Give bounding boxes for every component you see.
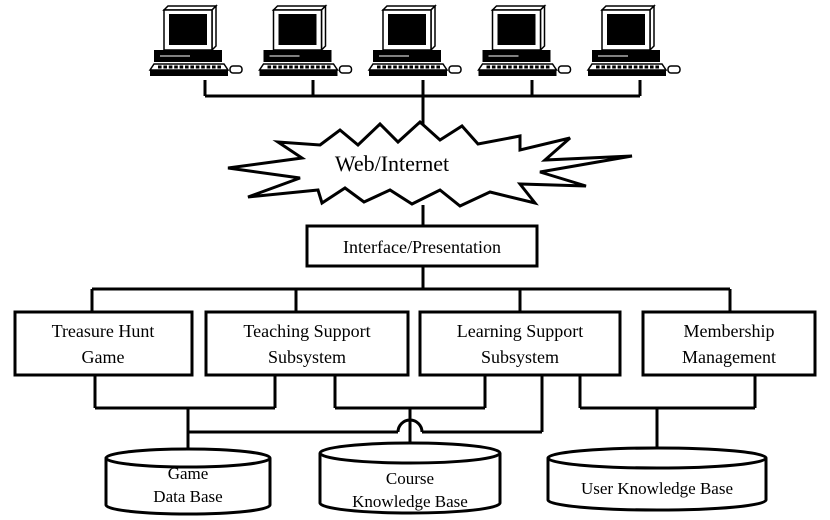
treasure-hunt-label-line-2: Game — [82, 347, 125, 367]
user-db-label: User Knowledge Base — [581, 479, 733, 498]
database-connectors — [93, 375, 757, 454]
computer-icon — [258, 4, 353, 76]
internet-label: Web/Internet — [335, 151, 449, 176]
computer-icon — [477, 4, 572, 76]
internet-burst-shape — [227, 119, 633, 208]
database-game: Game Data Base — [104, 447, 272, 516]
client-workstations — [148, 4, 681, 76]
computer-icon — [586, 4, 681, 76]
game-db-label-line-1: Game — [168, 464, 209, 483]
interface-label: Interface/Presentation — [343, 237, 501, 257]
learning-support-label-line-1: Learning Support — [457, 321, 583, 341]
subsystem-bus — [90, 266, 732, 312]
subsystem-membership-management: Membership Management — [641, 310, 817, 377]
teaching-support-label-line-2: Subsystem — [268, 347, 346, 367]
database-course: Course Knowledge Base — [318, 441, 502, 515]
course-db-label-line-1: Course — [386, 469, 434, 488]
database-user: User Knowledge Base — [546, 446, 768, 512]
teaching-support-label-line-1: Teaching Support — [243, 321, 370, 341]
subsystem-teaching-support: Teaching Support Subsystem — [204, 310, 410, 377]
course-db-label-line-2: Knowledge Base — [352, 492, 468, 511]
interface-presentation-box: Interface/Presentation — [305, 224, 539, 268]
subsystem-treasure-hunt-game: Treasure Hunt Game — [13, 310, 194, 377]
client-bus — [203, 80, 642, 126]
computer-icon — [367, 4, 462, 76]
learning-support-label-line-2: Subsystem — [481, 347, 559, 367]
membership-label-line-1: Membership — [684, 321, 775, 341]
computer-icon — [148, 4, 243, 76]
subsystem-learning-support: Learning Support Subsystem — [418, 310, 622, 377]
membership-label-line-2: Management — [682, 347, 776, 367]
internet-cloud: Web/Internet — [227, 119, 633, 208]
treasure-hunt-label-line-1: Treasure Hunt — [52, 321, 155, 341]
game-db-label-line-2: Data Base — [153, 487, 222, 506]
